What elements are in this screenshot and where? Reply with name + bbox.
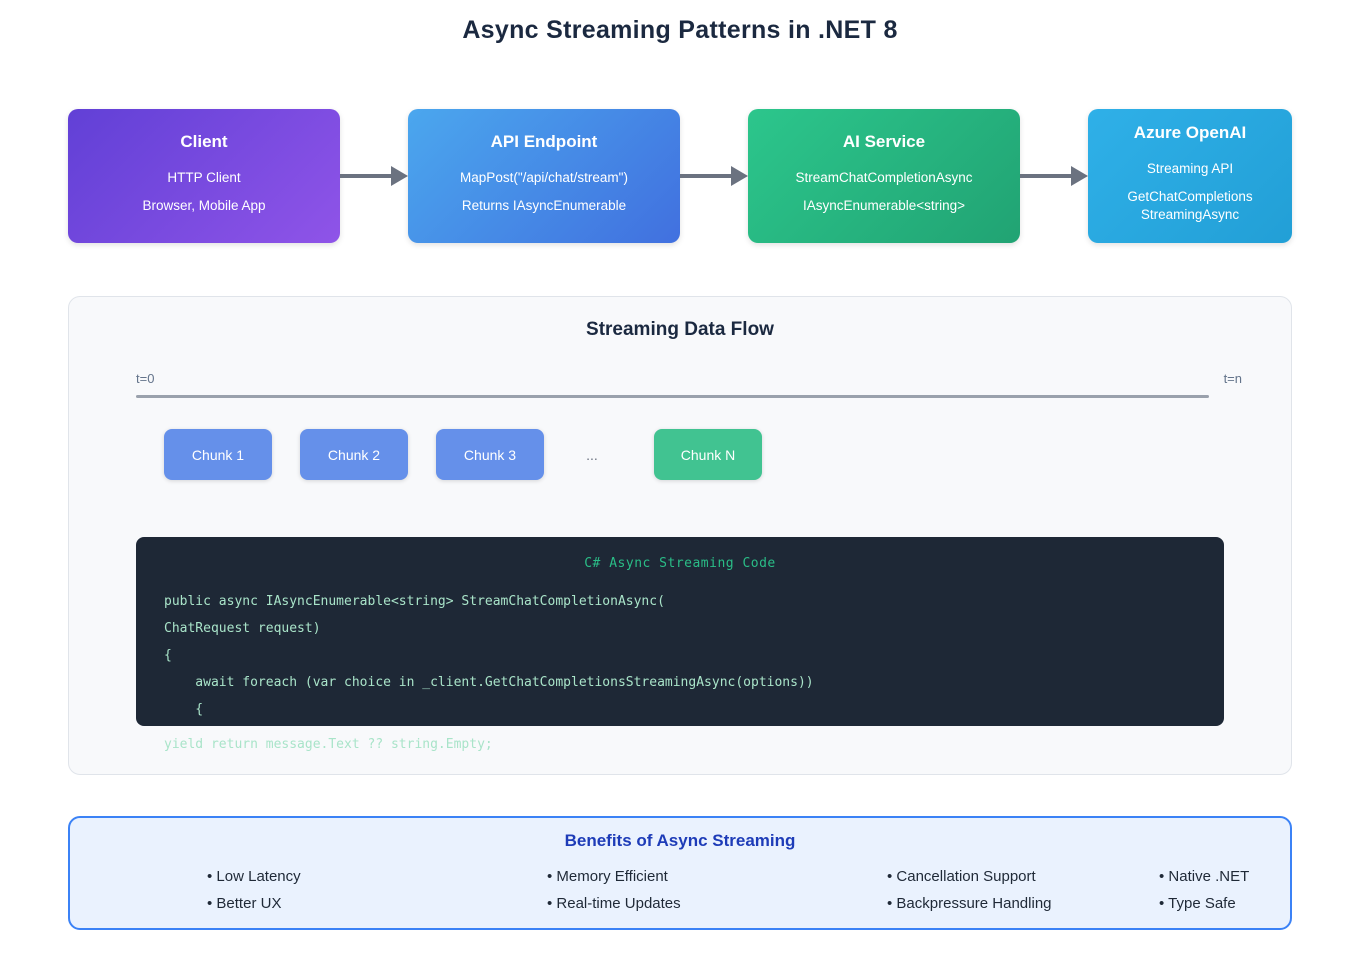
node-title: API Endpoint <box>490 132 598 151</box>
benefit-item: • Better UX <box>207 895 282 912</box>
chunk-1: Chunk 1 <box>164 429 272 480</box>
code-overflow-line: yield return message.Text ?? string.Empt… <box>164 737 493 752</box>
code-block-title: C# Async Streaming Code <box>584 556 776 571</box>
benefits-column: • Native .NET • Type Safe <box>1159 863 1290 917</box>
benefits-panel: Benefits of Async Streaming • Low Latenc… <box>68 816 1292 930</box>
timeline-labels: t=0 t=n <box>69 371 1291 386</box>
benefit-item: • Real-time Updates <box>547 895 681 912</box>
flow-arrow-icon <box>680 166 748 186</box>
code-line: ChatRequest request) <box>164 621 321 636</box>
node-line: Streaming API <box>1146 161 1234 176</box>
streaming-data-flow-panel: Streaming Data Flow t=0 t=n Chunk 1 Chun… <box>68 296 1292 775</box>
chunk-ellipsis: ... <box>586 446 598 463</box>
node-title: AI Service <box>842 132 926 151</box>
benefit-item: • Type Safe <box>1159 895 1236 912</box>
benefits-grid: • Low Latency • Better UX • Memory Effic… <box>70 863 1290 917</box>
benefit-item: • Native .NET <box>1159 868 1250 885</box>
benefits-column: • Memory Efficient • Real-time Updates <box>547 863 887 917</box>
benefits-title: Benefits of Async Streaming <box>564 831 796 850</box>
timeline-start-label: t=0 <box>136 371 155 386</box>
benefit-item: • Memory Efficient <box>547 868 668 885</box>
chunk-row: Chunk 1 Chunk 2 Chunk 3 ... Chunk N <box>69 429 1291 480</box>
flow-arrow-icon <box>1020 166 1088 186</box>
chunk-2: Chunk 2 <box>300 429 408 480</box>
timeline-end-label: t=n <box>1223 371 1242 386</box>
code-line: public async IAsyncEnumerable<string> St… <box>164 594 665 609</box>
node-line: Browser, Mobile App <box>142 198 266 213</box>
node-line: MapPost("/api/chat/stream") <box>460 170 628 185</box>
flow-node-ai-service: AI Service StreamChatCompletionAsync IAs… <box>748 109 1020 243</box>
panel-title: Streaming Data Flow <box>586 319 774 340</box>
flow-node-client: Client HTTP Client Browser, Mobile App <box>68 109 340 243</box>
node-line: HTTP Client <box>167 170 241 185</box>
code-line: { <box>164 648 172 663</box>
node-line: IAsyncEnumerable<string> <box>802 198 966 213</box>
node-title: Client <box>180 132 228 151</box>
chunk-n: Chunk N <box>654 429 762 480</box>
code-block: C# Async Streaming Code public async IAs… <box>136 537 1224 726</box>
chunk-3: Chunk 3 <box>436 429 544 480</box>
page-title: Async Streaming Patterns in .NET 8 <box>462 16 898 44</box>
node-line: StreamChatCompletionAsync <box>795 170 973 185</box>
code-line: { <box>164 702 204 717</box>
architecture-flow: Client HTTP Client Browser, Mobile App A… <box>68 109 1292 243</box>
benefits-column: • Low Latency • Better UX <box>207 863 547 917</box>
benefits-column: • Cancellation Support • Backpressure Ha… <box>887 863 1159 917</box>
flow-node-azure-openai: Azure OpenAI Streaming API GetChatComple… <box>1088 109 1292 243</box>
benefit-item: • Backpressure Handling <box>887 895 1052 912</box>
flow-arrow-icon <box>340 166 408 186</box>
benefit-item: • Low Latency <box>207 868 301 885</box>
code-line: await foreach (var choice in _client.Get… <box>164 675 814 690</box>
node-line: GetChatCompletions StreamingAsync <box>1127 189 1253 222</box>
node-line: Returns IAsyncEnumerable <box>461 198 627 213</box>
node-title: Azure OpenAI <box>1133 123 1247 142</box>
flow-node-api-endpoint: API Endpoint MapPost("/api/chat/stream")… <box>408 109 680 243</box>
timeline-axis <box>136 395 1209 398</box>
benefit-item: • Cancellation Support <box>887 868 1036 885</box>
